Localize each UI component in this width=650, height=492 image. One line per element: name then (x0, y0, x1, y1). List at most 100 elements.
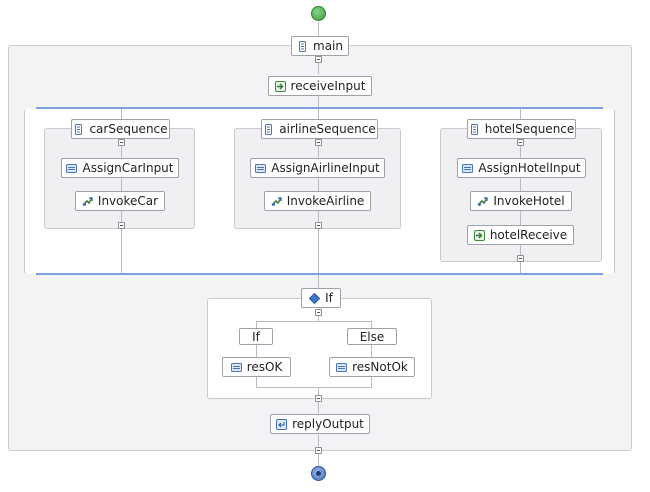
car-sequence-end-toggle[interactable] (118, 222, 125, 229)
hotel-sequence-collapse-toggle[interactable] (517, 139, 524, 146)
hotel-receive-label: hotelReceive (489, 228, 568, 242)
connector (256, 321, 372, 322)
airline-sequence-end-toggle[interactable] (315, 222, 322, 229)
connector (520, 262, 521, 273)
main-label: main (313, 39, 343, 53)
if-end-toggle[interactable] (315, 395, 322, 402)
assign-car-input-label: AssignCarInput (82, 161, 174, 175)
assign-car-input-node[interactable]: AssignCarInput (61, 158, 179, 178)
invoke-airline-node[interactable]: InvokeAirline (264, 191, 371, 211)
res-not-ok-node[interactable]: resNotOk (329, 357, 415, 377)
assign-hotel-input-label: AssignHotelInput (478, 161, 581, 175)
flow-top-bar (36, 107, 603, 109)
connector (121, 109, 122, 119)
start-node-icon[interactable] (311, 6, 326, 21)
invoke-hotel-node[interactable]: InvokeHotel (470, 191, 572, 211)
connector (121, 146, 122, 158)
airline-sequence-label: airlineSequence (279, 122, 376, 136)
assign-icon (66, 163, 78, 174)
connector (318, 454, 319, 466)
res-ok-label: resOK (246, 360, 283, 374)
assign-airline-input-node[interactable]: AssignAirlineInput (250, 158, 385, 178)
car-sequence-node[interactable]: carSequence (71, 119, 170, 139)
connector (318, 96, 319, 108)
connector (318, 211, 319, 223)
invoke-airline-label: InvokeAirline (286, 194, 365, 208)
connector (256, 321, 257, 329)
invoke-icon (477, 196, 489, 207)
connector (371, 345, 372, 358)
car-sequence-label: carSequence (89, 122, 168, 136)
invoke-icon (271, 196, 282, 207)
connector (318, 63, 319, 74)
connector (121, 229, 122, 273)
connector (318, 434, 319, 450)
connector (520, 146, 521, 158)
else-branch-label[interactable]: Else (347, 328, 397, 345)
sequence-icon (469, 123, 480, 135)
invoke-car-node[interactable]: InvokeCar (75, 191, 165, 211)
hotel-sequence-end-toggle[interactable] (517, 255, 524, 262)
connector (318, 109, 319, 119)
airline-sequence-collapse-toggle[interactable] (315, 139, 322, 146)
car-sequence-collapse-toggle[interactable] (118, 139, 125, 146)
connector (318, 387, 319, 395)
connector (318, 275, 319, 289)
hotel-receive-node[interactable]: hotelReceive (467, 225, 574, 245)
if-branch-text: If (252, 329, 260, 344)
assign-airline-input-label: AssignAirlineInput (271, 161, 380, 175)
connector (256, 387, 372, 388)
connector (318, 402, 319, 414)
receive-icon (274, 80, 286, 92)
res-not-ok-label: resNotOk (352, 360, 408, 374)
connector (371, 321, 372, 329)
end-node-icon[interactable] (311, 466, 326, 481)
if-label: If (325, 291, 333, 305)
connector (318, 146, 319, 158)
invoke-car-label: InvokeCar (97, 194, 159, 208)
reply-output-label: replyOutput (292, 417, 364, 431)
main-end-toggle[interactable] (315, 447, 322, 454)
if-branch-label[interactable]: If (239, 328, 273, 345)
connector (121, 178, 122, 192)
invoke-icon (82, 196, 93, 207)
connector (520, 245, 521, 255)
connector (371, 377, 372, 387)
flow-bottom-bar (36, 273, 603, 275)
connector (318, 22, 319, 36)
connector (520, 109, 521, 119)
assign-icon (230, 362, 242, 373)
connector (318, 229, 319, 273)
receive-icon (473, 229, 485, 241)
hotel-sequence-label: hotelSequence (484, 122, 575, 136)
reply-output-node[interactable]: replyOutput (270, 414, 370, 434)
connector (318, 178, 319, 192)
sequence-icon (73, 123, 84, 135)
sequence-icon (297, 40, 308, 52)
if-collapse-toggle[interactable] (315, 309, 322, 316)
connector (256, 345, 257, 358)
receive-input-label: receiveInput (290, 79, 366, 93)
connector (520, 178, 521, 192)
assign-icon (336, 362, 348, 373)
connector (121, 211, 122, 223)
else-branch-text: Else (359, 329, 385, 344)
invoke-hotel-label: InvokeHotel (493, 194, 565, 208)
if-diamond-icon (309, 292, 321, 304)
main-collapse-toggle[interactable] (315, 56, 322, 63)
connector (256, 377, 257, 387)
reply-icon (276, 418, 288, 430)
assign-icon (255, 163, 267, 174)
receive-input-node[interactable]: receiveInput (268, 76, 372, 96)
sequence-icon (263, 123, 274, 135)
res-ok-node[interactable]: resOK (222, 357, 291, 377)
assign-icon (462, 163, 474, 174)
hotel-sequence-node[interactable]: hotelSequence (467, 119, 576, 139)
assign-hotel-input-node[interactable]: AssignHotelInput (457, 158, 586, 178)
connector (520, 211, 521, 225)
main-sequence-node[interactable]: main (291, 36, 349, 56)
connector (318, 316, 319, 322)
end-node-core (316, 471, 321, 476)
airline-sequence-node[interactable]: airlineSequence (261, 119, 378, 139)
if-node[interactable]: If (301, 288, 341, 308)
